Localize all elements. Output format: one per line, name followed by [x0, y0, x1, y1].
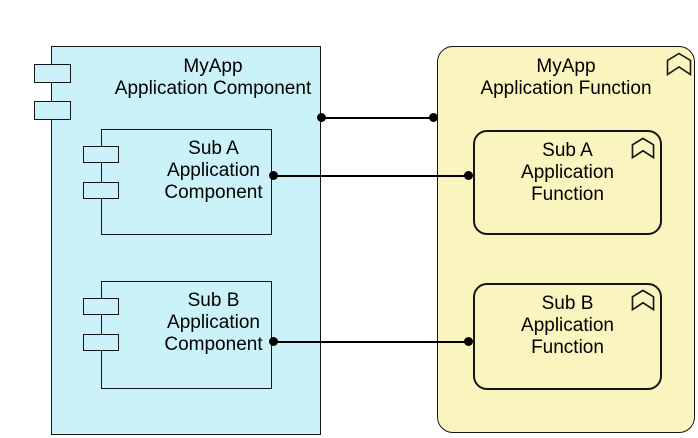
uml-component-icon	[83, 182, 119, 199]
main-function-label: MyApp Application Function	[438, 56, 694, 100]
uml-component-icon	[83, 334, 119, 351]
sub-a-function-name: Sub A	[542, 140, 593, 161]
connector-endpoint-dot	[269, 171, 278, 180]
main-component-label: MyApp Application Component	[102, 56, 324, 100]
main-component-name: MyApp	[183, 56, 243, 77]
sub-b-function-type-1: Application	[521, 315, 614, 336]
connector-endpoint-dot	[464, 337, 473, 346]
sub-b-application-function-node[interactable]: Sub B Application Function	[473, 283, 662, 390]
function-chevron-icon	[631, 289, 655, 311]
main-function-name: MyApp	[536, 56, 596, 77]
sub-b-component-name: Sub B	[187, 290, 240, 311]
sub-b-function-label: Sub B Application Function	[475, 293, 660, 359]
sub-b-function-name: Sub B	[541, 293, 594, 314]
connector-main-component-to-main-function[interactable]	[321, 117, 435, 119]
connector-endpoint-dot	[317, 113, 326, 122]
sub-a-component-type-2: Component	[164, 182, 263, 203]
sub-a-component-label: Sub A Application Component	[152, 138, 275, 204]
sub-a-function-type-2: Function	[531, 184, 604, 205]
uml-component-icon	[83, 298, 119, 315]
sub-b-function-type-2: Function	[531, 337, 604, 358]
main-component-type: Application Component	[114, 78, 312, 99]
sub-a-function-type-1: Application	[521, 162, 614, 183]
sub-a-component-type-1: Application	[167, 160, 260, 181]
sub-a-function-label: Sub A Application Function	[475, 140, 660, 206]
function-chevron-icon	[666, 52, 692, 76]
sub-a-application-component-node[interactable]: Sub A Application Component	[101, 129, 272, 235]
uml-component-icon	[34, 64, 71, 83]
sub-a-component-name: Sub A	[188, 138, 239, 159]
sub-b-component-label: Sub B Application Component	[152, 290, 275, 356]
function-chevron-icon	[631, 137, 655, 159]
sub-b-application-component-node[interactable]: Sub B Application Component	[101, 281, 272, 389]
sub-b-component-type-2: Component	[164, 334, 263, 355]
connector-endpoint-dot	[429, 113, 438, 122]
main-function-type: Application Function	[480, 78, 652, 99]
uml-component-icon	[34, 101, 71, 120]
connector-sub-a-component-to-sub-a-function[interactable]	[272, 175, 471, 177]
connector-sub-b-component-to-sub-b-function[interactable]	[272, 341, 471, 343]
sub-b-component-type-1: Application	[167, 312, 260, 333]
connector-endpoint-dot	[269, 337, 278, 346]
uml-component-icon	[83, 146, 119, 163]
sub-a-application-function-node[interactable]: Sub A Application Function	[473, 130, 662, 235]
connector-endpoint-dot	[464, 171, 473, 180]
